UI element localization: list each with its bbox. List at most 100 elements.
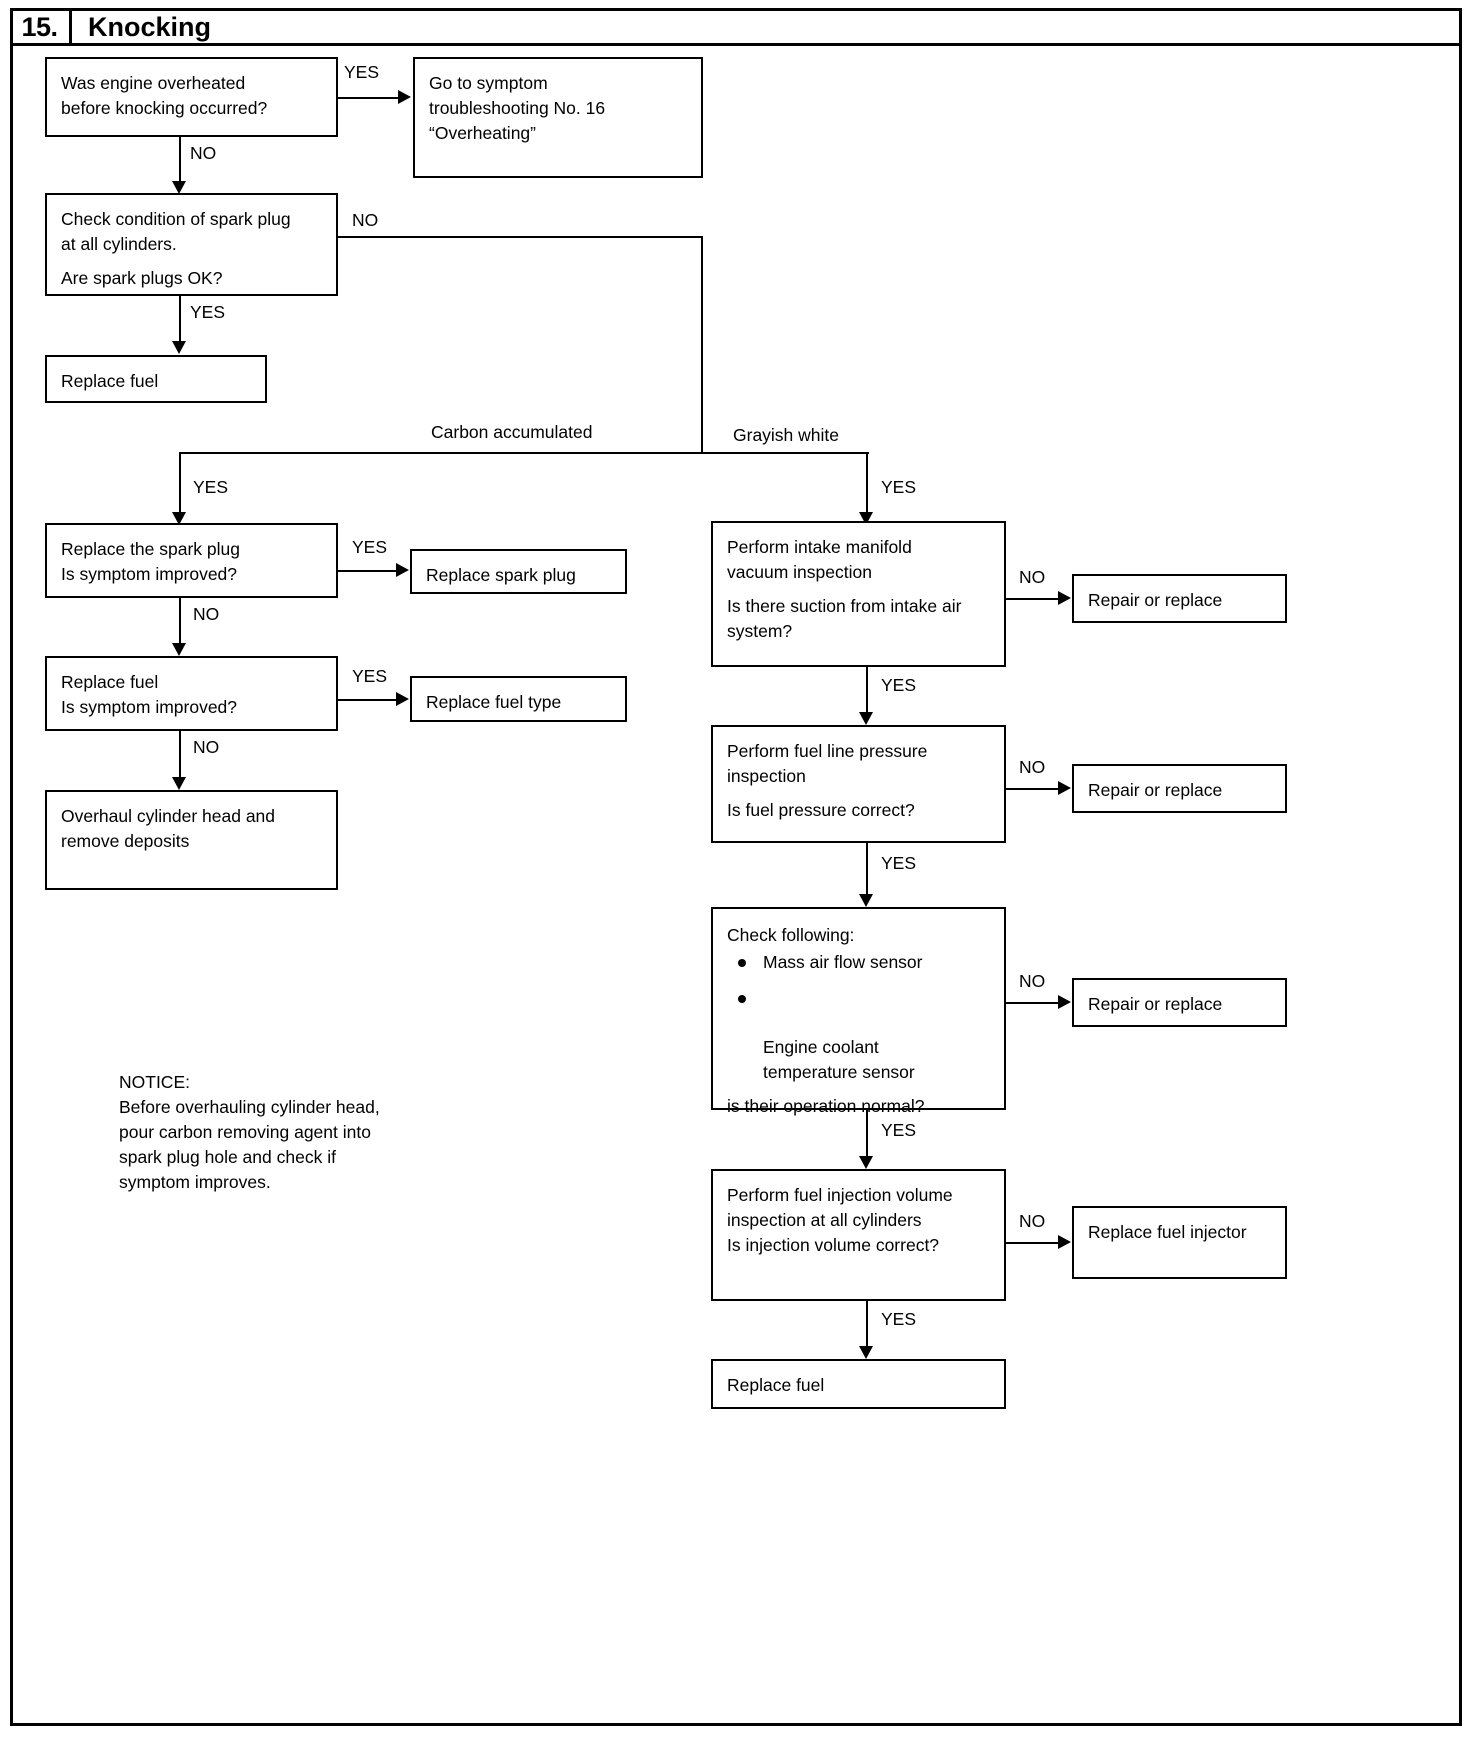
edge-yes-check-following-arrow	[859, 1156, 873, 1169]
node-line-gap	[727, 975, 990, 984]
notice-block: NOTICE: Before overhauling cylinder head…	[119, 1070, 380, 1195]
edge-no-check-following-arrow	[1058, 995, 1071, 1009]
bullet-icon	[738, 958, 746, 967]
edge-label-no-fuel-line: NO	[1019, 757, 1046, 777]
node-repair-or-replace-2: Repair or replace	[1072, 764, 1287, 813]
node-line: Repair or replace	[1088, 994, 1223, 1014]
notice-line: pour carbon removing agent into	[119, 1122, 371, 1143]
notice-line: Before overhauling cylinder head,	[119, 1097, 380, 1118]
node-line: Overhaul cylinder head and	[61, 806, 276, 826]
node-line: inspection	[727, 765, 806, 786]
node-line-gap	[727, 585, 990, 594]
bullet-icon	[738, 994, 746, 1003]
page-border	[10, 8, 1462, 1726]
node-goto-symptom-no16: Go to symptom troubleshooting No. 16 “Ov…	[413, 57, 703, 178]
node-line: Go to symptom	[429, 73, 548, 93]
node-replace-spark-plug-question: Replace the spark plug Is symptom improv…	[45, 523, 338, 598]
edge-yes-replace-plug-arrow	[396, 563, 409, 577]
node-line: troubleshooting No. 16	[429, 97, 606, 118]
edge-carbon-arrow	[172, 512, 186, 525]
edge-yes-replace-fuel-line	[338, 699, 400, 701]
bullet-label: Mass air flow sensor	[763, 951, 923, 972]
node-line: Repair or replace	[1088, 780, 1223, 800]
edge-no-overheated-line	[179, 137, 181, 187]
edge-no-intake-arrow	[1058, 591, 1071, 605]
edge-label-yes-grayish: YES	[881, 477, 917, 497]
edge-carbon-vertical	[179, 452, 181, 520]
node-line: Replace fuel injector	[1088, 1222, 1247, 1242]
node-repair-or-replace-3: Repair or replace	[1072, 978, 1287, 1027]
edge-yes-replace-fuel-arrow	[396, 692, 409, 706]
edge-label-yes-intake: YES	[881, 675, 917, 695]
edge-yes-intake-arrow	[859, 712, 873, 725]
node-line: Is fuel pressure correct?	[727, 799, 915, 820]
node-line: Is symptom improved?	[61, 563, 238, 584]
node-line: Replace the spark plug	[61, 539, 240, 559]
edge-yes-injection-arrow	[859, 1346, 873, 1359]
node-line: Is symptom improved?	[61, 696, 238, 717]
node-check-following-question: Check following: Mass air flow sensor En…	[711, 907, 1006, 1116]
edge-label-no-intake: NO	[1019, 567, 1046, 587]
edge-label-yes-sparkplug: YES	[190, 302, 226, 322]
node-bullet-item: Engine coolant temperature sensor	[727, 986, 990, 1085]
node-overhaul-cylinder-head: Overhaul cylinder head and remove deposi…	[45, 790, 338, 890]
edge-no-fuel-line-line	[1006, 788, 1063, 790]
node-line: Replace fuel	[61, 371, 159, 391]
node-replace-spark-plug: Replace spark plug	[410, 549, 627, 594]
edge-no-check-following-line	[1006, 1002, 1063, 1004]
node-replace-fuel-injector: Replace fuel injector	[1072, 1206, 1287, 1279]
edge-label-no-overheated: NO	[190, 143, 217, 163]
edge-label-no-sparkplug: NO	[352, 210, 379, 230]
edge-label-yes-replace-fuel: YES	[352, 666, 388, 686]
node-line-gap	[727, 1085, 990, 1094]
edge-no-injection-line	[1006, 1242, 1063, 1244]
edge-no-replace-fuel-arrow	[172, 777, 186, 790]
section-title-band: 15. Knocking	[10, 8, 1462, 46]
node-line-gap	[727, 789, 990, 798]
node-spark-plug-check-question: Check condition of spark plug at all cyl…	[45, 193, 338, 296]
node-line: remove deposits	[61, 830, 190, 851]
edge-label-yes-carbon: YES	[193, 477, 229, 497]
node-replace-fuel-bottom: Replace fuel	[711, 1359, 1006, 1409]
node-line: Perform fuel injection volume	[727, 1185, 953, 1205]
edge-no-intake-line	[1006, 598, 1063, 600]
edge-no-overheated-arrow	[172, 181, 186, 194]
edge-no-replace-plug-arrow	[172, 643, 186, 656]
node-line: “Overheating”	[429, 122, 536, 143]
edge-yes-sparkplug-arrow	[172, 341, 186, 354]
edge-label-grayish-white: Grayish white	[733, 425, 840, 445]
node-heading: Check following:	[727, 925, 855, 945]
edge-no-fuel-line-arrow	[1058, 781, 1071, 795]
edge-yes-fuel-line-arrow	[859, 894, 873, 907]
edge-yes-overheated-arrow	[398, 90, 411, 104]
node-line: inspection at all cylinders	[727, 1209, 922, 1230]
node-line: Is injection volume correct?	[727, 1234, 940, 1255]
node-line: Replace fuel	[727, 1375, 825, 1395]
edge-yes-replace-plug-line	[338, 570, 400, 572]
node-line: Perform intake manifold	[727, 537, 912, 557]
node-line: Perform fuel line pressure	[727, 741, 928, 761]
node-line: is their operation normal?	[727, 1096, 925, 1117]
notice-title: NOTICE:	[119, 1072, 190, 1092]
node-line: Replace fuel	[61, 672, 159, 692]
node-line: Replace fuel type	[426, 692, 562, 712]
node-line: Is there suction from intake air	[727, 595, 962, 616]
node-repair-or-replace-1: Repair or replace	[1072, 574, 1287, 623]
notice-line: spark plug hole and check if	[119, 1147, 336, 1168]
edge-no-replace-fuel-line	[179, 731, 181, 783]
bullet-label: Engine coolant temperature sensor	[763, 1037, 915, 1083]
node-intake-manifold-question: Perform intake manifold vacuum inspectio…	[711, 521, 1006, 667]
edge-yes-overheated-line	[338, 97, 400, 99]
edge-branch-bus	[179, 452, 869, 454]
edge-label-yes-overheated: YES	[344, 62, 380, 82]
edge-label-no-injection: NO	[1019, 1211, 1046, 1231]
edge-yes-injection-line	[866, 1301, 868, 1352]
node-line: vacuum inspection	[727, 561, 872, 582]
edge-no-replace-plug-line	[179, 598, 181, 649]
node-fuel-injection-volume-question: Perform fuel injection volume inspection…	[711, 1169, 1006, 1301]
edge-no-sparkplug-horizontal	[338, 236, 703, 238]
edge-grayish-vertical	[866, 452, 868, 520]
node-line: at all cylinders.	[61, 233, 177, 254]
node-line: before knocking occurred?	[61, 97, 268, 118]
